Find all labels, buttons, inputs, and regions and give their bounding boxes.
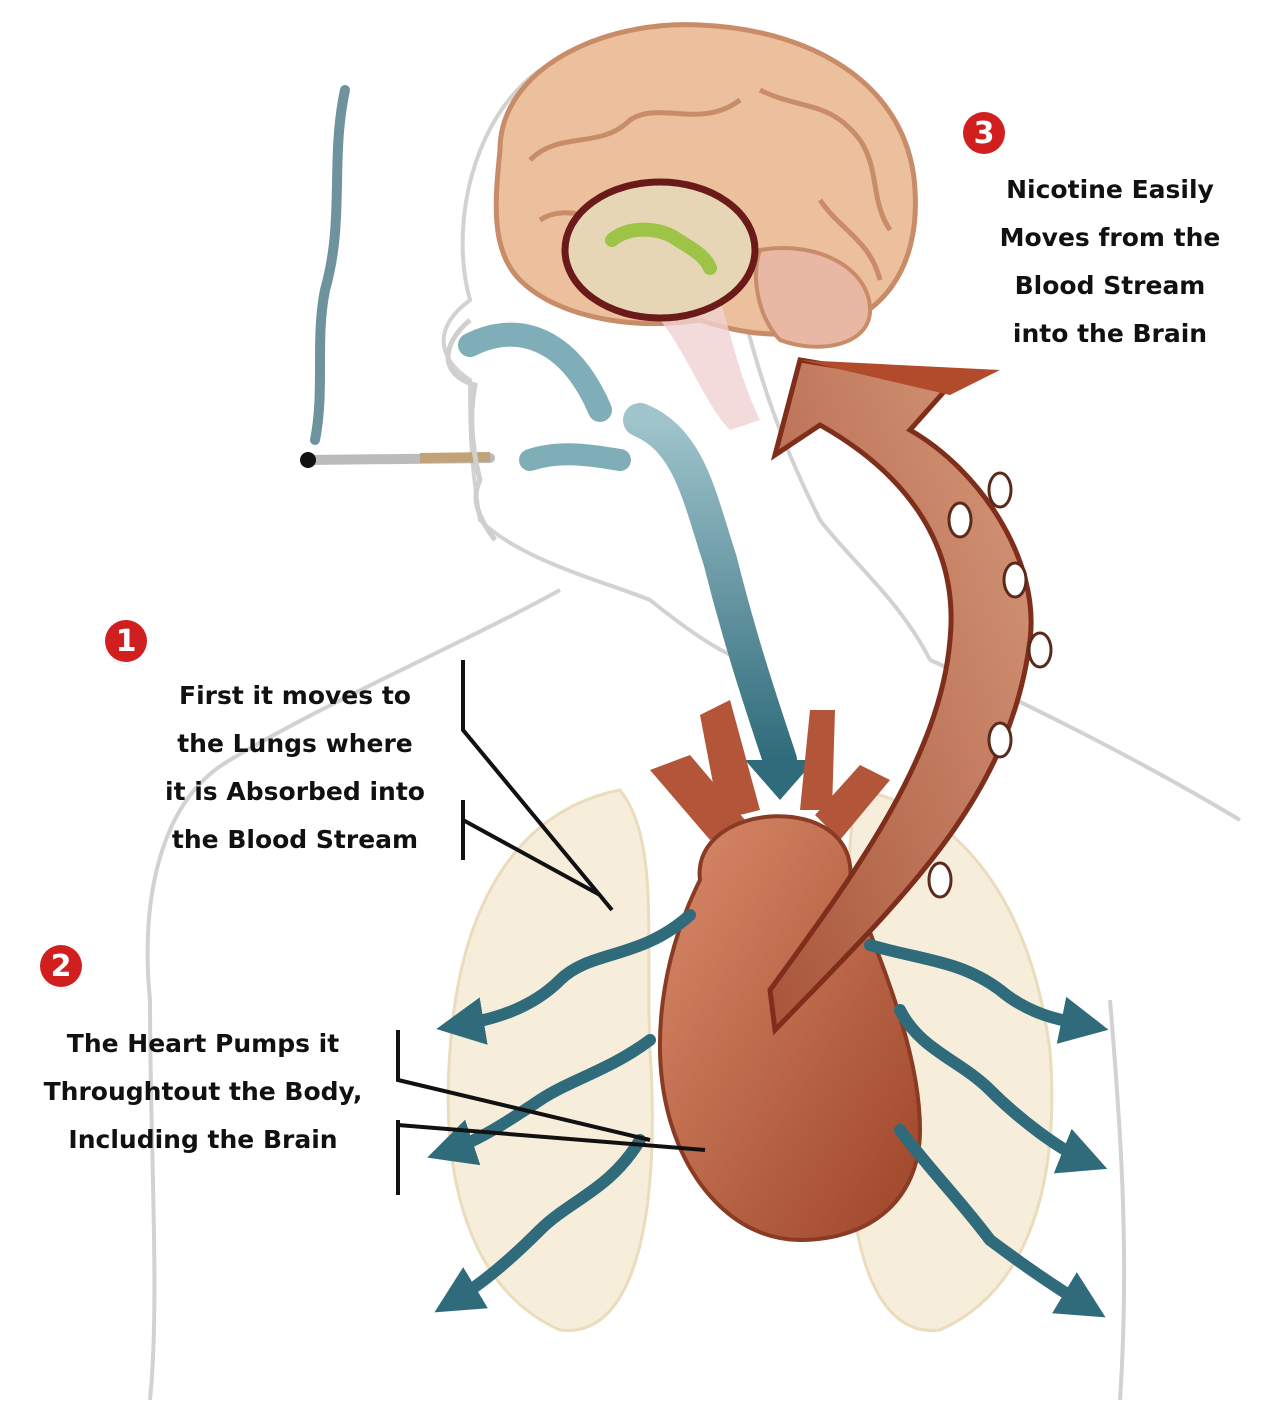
step-2-line: Including the Brain	[18, 1116, 388, 1164]
step-2-line: Throughtout the Body,	[18, 1068, 388, 1116]
step-1-line: the Lungs where	[135, 720, 455, 768]
step-1-line: the Blood Stream	[135, 816, 455, 864]
step-1-text: First it moves to the Lungs where it is …	[135, 672, 455, 864]
smoke-trail	[315, 90, 345, 440]
step-3-line: into the Brain	[965, 310, 1255, 358]
cigarette	[300, 452, 490, 468]
step-3-line: Nicotine Easily	[965, 166, 1255, 214]
reward-center-circle	[565, 182, 755, 318]
step-2-text: The Heart Pumps it Throughtout the Body,…	[18, 1020, 388, 1164]
step-3-line: Moves from the	[965, 214, 1255, 262]
step-3-badge: 3	[963, 112, 1005, 154]
step-1-line: First it moves to	[135, 672, 455, 720]
step-3-line: Blood Stream	[965, 262, 1255, 310]
step-2-line: The Heart Pumps it	[18, 1020, 388, 1068]
step-2-badge: 2	[40, 945, 82, 987]
step-3-text: Nicotine Easily Moves from the Blood Str…	[965, 166, 1255, 358]
step-1-line: it is Absorbed into	[135, 768, 455, 816]
airflow-arrows	[470, 335, 815, 800]
step-1-badge: 1	[105, 620, 147, 662]
